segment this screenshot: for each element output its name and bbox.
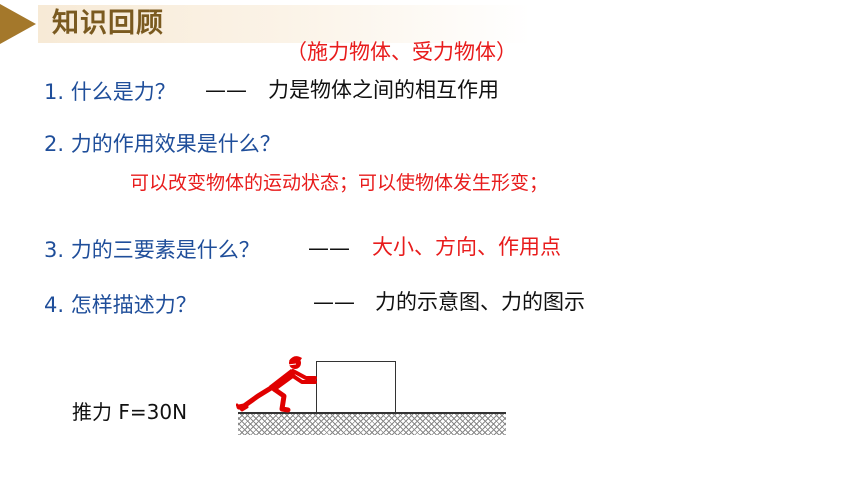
q3-question: 3. 力的三要素是什么？ [44, 238, 260, 262]
q4-dash: —— [313, 290, 355, 314]
q2-answer: 可以改变物体的运动状态；可以使物体发生形变； [130, 172, 549, 194]
q2-question: 2. 力的作用效果是什么？ [44, 132, 281, 156]
ground-surface [238, 412, 506, 435]
q4-question: 4. 怎样描述力？ [44, 293, 197, 317]
q4-answer: 力的示意图、力的图示 [375, 290, 585, 314]
banner-triangle-icon [0, 4, 36, 44]
section-banner: 知识回顾 [0, 0, 860, 48]
section-title: 知识回顾 [52, 8, 164, 39]
q1-annotation: （施力物体、受力物体） [286, 40, 517, 64]
pushed-box [316, 361, 396, 413]
q1-answer: 力是物体之间的相互作用 [268, 78, 499, 102]
q1-dash: —— [205, 78, 247, 102]
banner-bar [38, 5, 860, 43]
pushing-person-icon [236, 356, 317, 413]
q1-question: 1. 什么是力？ [44, 80, 176, 104]
q3-dash: —— [308, 236, 350, 260]
figure-label: 推力 F=30N [72, 400, 188, 424]
q3-answer: 大小、方向、作用点 [372, 235, 561, 259]
